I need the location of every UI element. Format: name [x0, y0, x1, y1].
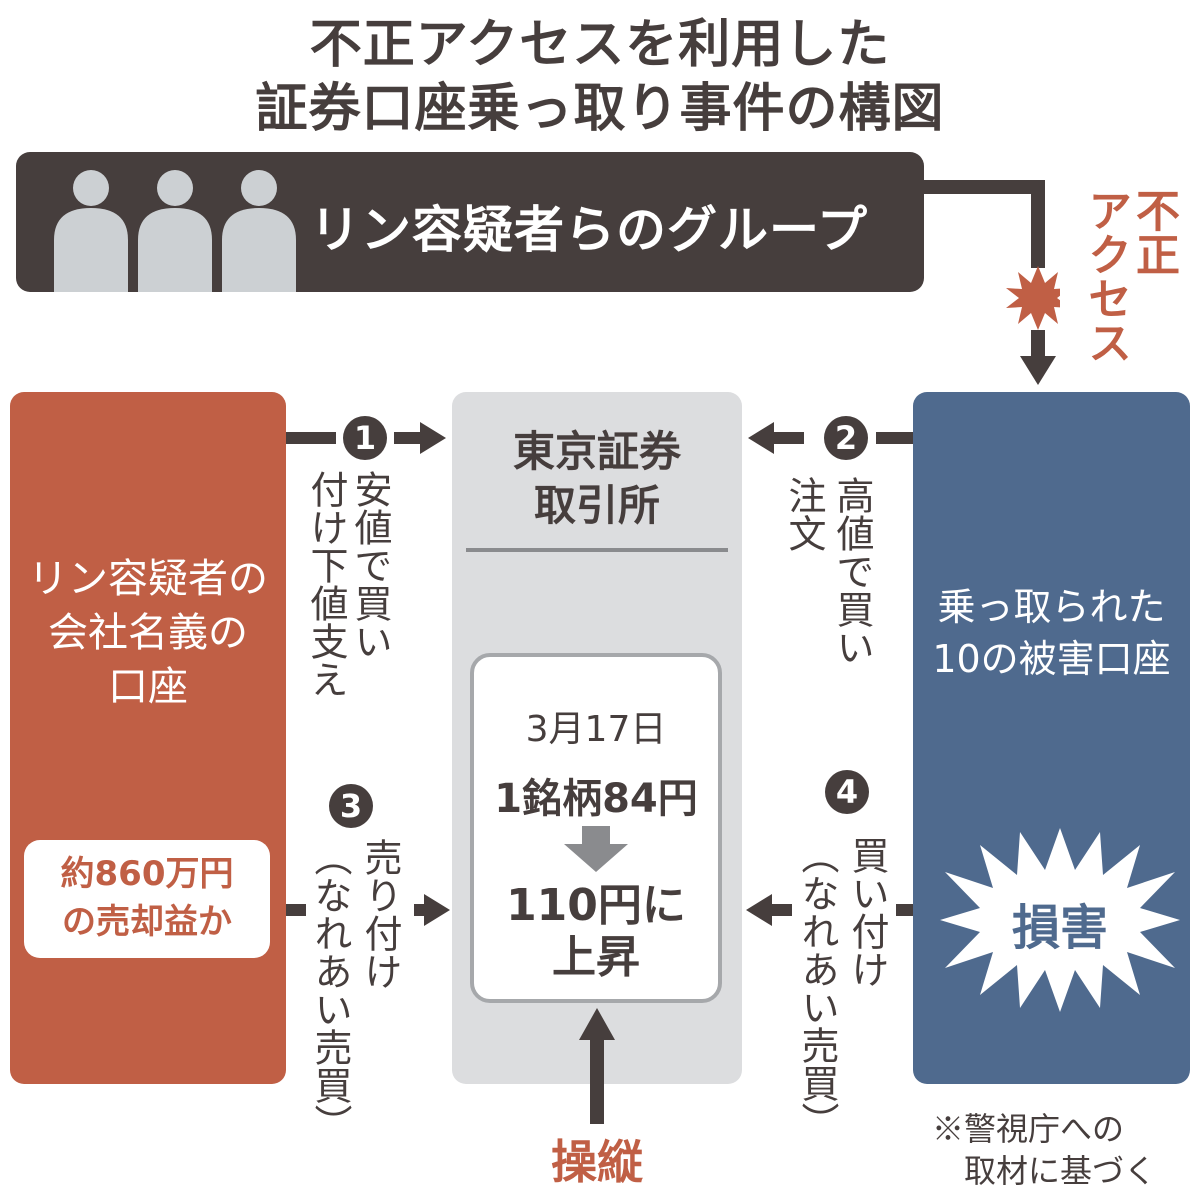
flow-4-label-col2: （なれあい売買）	[795, 836, 839, 1140]
suspect-account-line1: リン容疑者の	[28, 556, 268, 602]
flow-4-arrow	[746, 894, 913, 926]
flow-2-label-col1: 高値で買い	[830, 476, 874, 666]
flow-3-arrow	[286, 894, 450, 926]
profit-line2: の売却益か	[62, 902, 232, 942]
flow-3-label-col1: 売り付け	[358, 838, 402, 990]
price-from: 1銘柄84円	[494, 776, 698, 822]
exchange-title: 東京証券 取引所	[452, 425, 742, 533]
flow-4-number-badge: 4	[825, 770, 869, 814]
flow-1-number-badge: 1	[343, 416, 387, 460]
suspect-company-account-box	[10, 392, 286, 1084]
exchange-title-line2: 取引所	[533, 481, 660, 530]
damage-label: 損害	[1011, 900, 1108, 956]
flow-2-arrow	[748, 422, 913, 454]
price-date: 3月17日	[525, 709, 667, 750]
suspect-group-label: リン容疑者らのグループ	[310, 201, 868, 259]
unauthorized-access-label-col1: 不正	[1128, 188, 1179, 276]
suspect-account-line2: 会社名義の	[48, 610, 248, 656]
flow-2-number-badge: 2	[824, 416, 868, 460]
flow-2-label-col2: 注文	[782, 476, 826, 552]
price-to-line2: 上昇	[552, 932, 640, 983]
source-note-line2: 取材に基づく	[932, 1152, 1157, 1190]
source-note: ※警視庁への 取材に基づく	[932, 1108, 1156, 1192]
flow-1-arrow	[286, 422, 446, 454]
manipulation-label: 操縦	[551, 1135, 643, 1189]
price-to-line1: 110円に	[506, 880, 686, 931]
profit-callout: 約860万円 の売却益か	[24, 840, 270, 958]
price-change-card	[470, 653, 722, 1003]
burst-icon	[1006, 266, 1060, 330]
source-note-line1: ※警視庁への	[932, 1110, 1125, 1148]
flow-4-label-col1: 買い付け	[845, 836, 889, 988]
price-to: 110円に 上昇	[470, 880, 722, 984]
hijacked-accounts-line2: 10の被害口座	[932, 637, 1171, 681]
profit-line1: 約860万円	[60, 854, 234, 894]
exchange-title-line1: 東京証券	[512, 427, 681, 476]
down-arrow-icon	[564, 826, 628, 872]
flow-1-label-col1: 安値で買い	[348, 470, 392, 660]
flow-3-number-badge: 3	[329, 784, 373, 828]
diagram-title-line1: 不正アクセスを利用した	[309, 15, 891, 75]
diagram-title-line2: 証券口座乗っ取り事件の構図	[255, 79, 945, 139]
unauthorized-access-connector	[920, 180, 1060, 385]
unauthorized-access-label-col2: アクセス	[1080, 188, 1131, 364]
flow-3-label-col2: （なれあい売買）	[308, 838, 352, 1142]
exchange-divider	[466, 548, 728, 552]
people-group-icon	[54, 170, 296, 292]
hijacked-accounts-line1: 乗っ取られた	[937, 585, 1166, 629]
flow-1-label-col2: 付け下値支え	[304, 470, 348, 698]
suspect-account-line3: 口座	[108, 664, 188, 710]
manipulation-up-arrow-icon	[579, 1008, 615, 1124]
damage-burst-icon	[940, 828, 1180, 1012]
